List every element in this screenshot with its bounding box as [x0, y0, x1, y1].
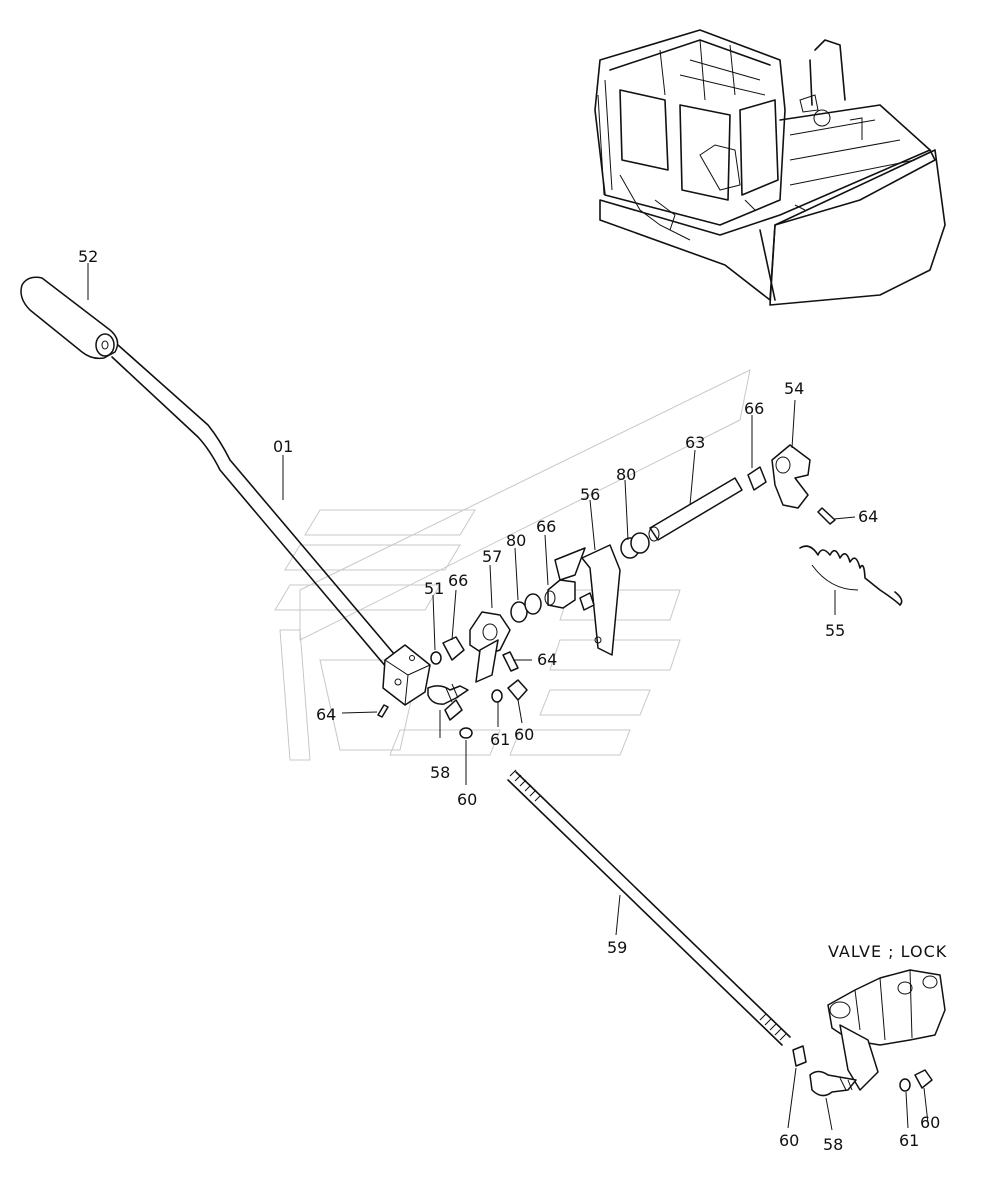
label-66: 66	[536, 517, 556, 536]
label-80: 80	[506, 531, 526, 550]
label-51: 51	[424, 579, 444, 598]
label-60: 60	[920, 1113, 940, 1132]
lever-block	[382, 644, 431, 706]
label-60: 60	[457, 790, 477, 809]
label-64: 64	[316, 705, 336, 724]
control-lever	[20, 276, 396, 669]
label-64: 64	[537, 650, 557, 669]
label-66: 66	[744, 399, 764, 418]
label-56: 56	[580, 485, 600, 504]
label-58: 58	[823, 1135, 843, 1154]
spring	[799, 545, 903, 606]
label-55: 55	[825, 621, 845, 640]
label-59: 59	[607, 938, 627, 957]
label-60: 60	[779, 1131, 799, 1150]
label-63: 63	[685, 433, 705, 452]
watermark-logo	[274, 369, 751, 761]
leader-lines	[87, 263, 929, 1131]
label-61: 61	[490, 730, 510, 749]
label-54: 54	[784, 379, 804, 398]
label-57: 57	[482, 547, 502, 566]
callout-labels: 52 01 51 66 57 80 66 56 80 63 66 54 64 5…	[78, 247, 940, 1154]
label-52: 52	[78, 247, 98, 266]
label-61: 61	[899, 1131, 919, 1150]
control-rod	[507, 769, 791, 1046]
small-parts	[377, 444, 836, 739]
lock-valve	[792, 969, 946, 1097]
label-64: 64	[858, 507, 878, 526]
excavator-overview	[594, 29, 946, 306]
label-58: 58	[430, 763, 450, 782]
valve-lock-title: VALVE ; LOCK	[828, 942, 947, 961]
label-66: 66	[448, 571, 468, 590]
label-80: 80	[616, 465, 636, 484]
label-60: 60	[514, 725, 534, 744]
label-01: 01	[273, 437, 293, 456]
